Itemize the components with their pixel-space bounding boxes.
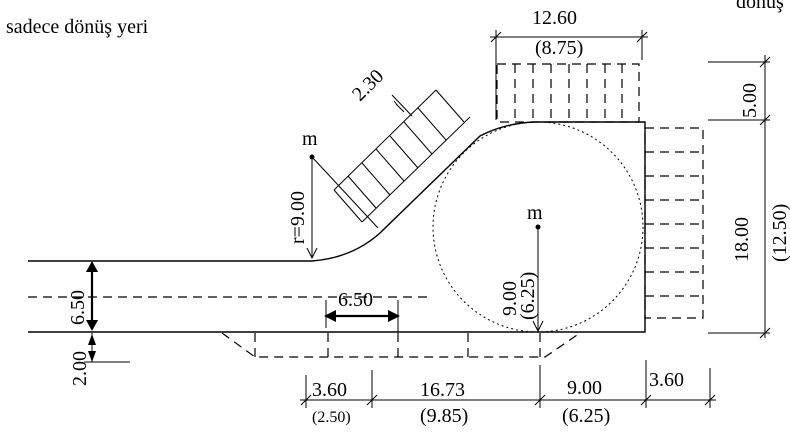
angled-parking-stalls [333,89,471,223]
road-upper-edge [28,121,646,333]
top-width-alt-label: (8.75) [535,37,583,59]
left-center-label: m [302,128,318,150]
stall-angle-width-label: 2.30 [348,65,388,105]
bottom-dimension-chain [300,360,716,408]
diagram-title: sadece dönüş yeri [6,16,149,38]
lane-width-dimension [84,261,130,363]
circle-radius-label: 9.00 [499,281,521,316]
dim-2-label: 16.73 [420,379,465,401]
circle-radius-alt-label: (6.25) [517,272,539,320]
dim-4-label: 3.60 [649,369,684,391]
top-width-dimension [490,30,648,120]
corner-caption: dönüş [736,0,784,13]
road-width-dimension [324,300,400,332]
dim-2-alt-label: (9.85) [420,405,468,427]
dim-1-label: 3.60 [312,379,347,401]
lane-width-label: 6.50 [67,290,89,325]
right-height-alt-label: (12.50) [769,204,790,262]
dim-3-alt-label: (6.25) [562,405,610,427]
road-width-label: 6.50 [338,289,373,311]
circle-radius-indicator [532,224,544,333]
radius-indicator [306,154,379,260]
dim-1-alt-label: (2.50) [312,409,351,426]
stall-depth-top-label: 5.00 [739,83,761,118]
turning-circle [432,121,644,333]
dim-3-label: 9.00 [567,377,602,399]
top-width-label: 12.60 [532,7,577,29]
top-parking-stalls [496,63,640,123]
right-parking-stalls [644,127,704,319]
bottom-stall-label: 2.00 [69,351,91,386]
bottom-parking-stalls [221,332,581,358]
road-outline [28,121,646,333]
right-dimension-chain [708,55,771,339]
right-height-label: 18.00 [731,217,753,262]
radius-label: r=9.00 [287,191,309,244]
circle-center-label: m [527,202,543,224]
